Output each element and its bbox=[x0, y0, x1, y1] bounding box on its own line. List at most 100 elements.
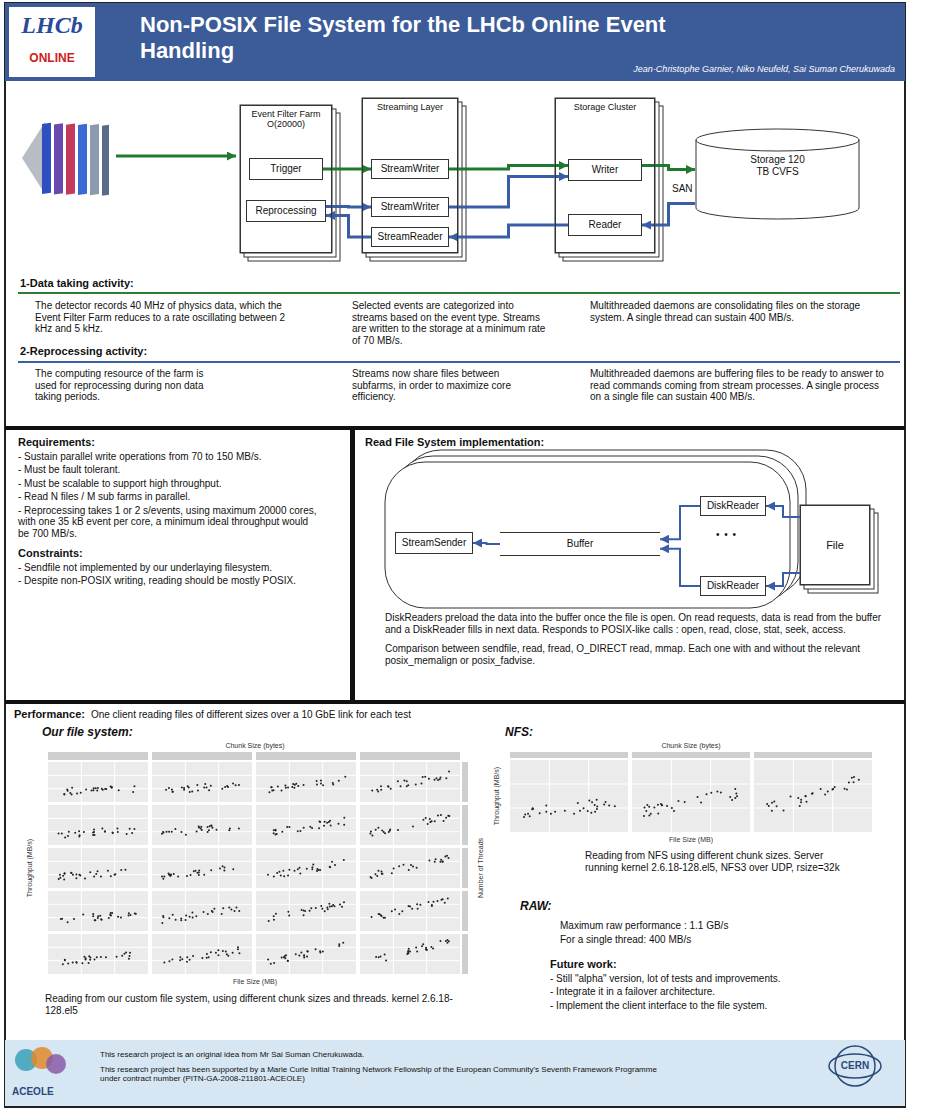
text-group: Chunk Size (bytes) bbox=[180, 742, 330, 750]
node-label: Trigger bbox=[270, 163, 301, 175]
poster-title: Non-POSIX File System for the LHCb Onlin… bbox=[140, 12, 740, 64]
node-label: Buffer bbox=[567, 538, 594, 550]
note-text: - Implement the client interface to the … bbox=[550, 1000, 890, 1012]
note-text: This research project is an original ide… bbox=[100, 1050, 660, 1059]
flow-arrow bbox=[473, 543, 500, 544]
text-group: NFS: bbox=[505, 726, 605, 740]
data-flow-arrow bbox=[116, 155, 236, 158]
process-box: Trigger bbox=[249, 158, 323, 180]
text-group: Throughput (MB/s) bbox=[0, 864, 80, 872]
note-text: Multithreaded daemons are consolidating … bbox=[590, 300, 890, 323]
text-group: Reading from NFS using different chunk s… bbox=[585, 850, 855, 873]
note-text: File Size (MB) bbox=[180, 978, 330, 986]
note-text: - Must be scalable to support high throu… bbox=[18, 478, 318, 490]
flow-arrow bbox=[766, 573, 800, 586]
text-group: Read File System implementation: bbox=[365, 436, 765, 449]
note-text: - Must be fault tolerant. bbox=[18, 464, 318, 476]
text-group: Our file system: bbox=[42, 726, 242, 740]
plot-panel bbox=[48, 848, 148, 888]
text-group: Maximum raw performance : 1.1 GB/sFor a … bbox=[560, 920, 820, 945]
section-rule bbox=[18, 361, 900, 363]
scatter-charts bbox=[48, 752, 872, 974]
note-text: 2-Reprocessing activity: bbox=[20, 345, 420, 358]
plot-panel bbox=[632, 760, 750, 832]
stack-copy bbox=[240, 105, 332, 253]
text-group: The detector records 40 MHz of physics d… bbox=[35, 300, 305, 335]
text-group: CERN bbox=[830, 1060, 880, 1072]
note-text: - Read N files / M sub farms in parallel… bbox=[18, 491, 318, 503]
note-text: SAN bbox=[672, 183, 702, 195]
process-box: Reprocessing bbox=[246, 200, 326, 222]
detector-illustration bbox=[22, 122, 109, 196]
plot-panel bbox=[48, 891, 148, 931]
note-text: Our file system: bbox=[42, 726, 242, 740]
note-text: - Integrate it in a failover architectur… bbox=[550, 986, 890, 998]
process-box: DiskReader bbox=[700, 496, 766, 516]
text-group: Selected events are categorized into str… bbox=[352, 300, 552, 346]
flow-arrow bbox=[449, 177, 568, 207]
flow-arrow bbox=[642, 166, 695, 170]
plot-panel bbox=[48, 934, 148, 974]
note-text: Number of Threads bbox=[477, 818, 485, 918]
note-text: - Reprocessing takes 1 or 2 s/events, us… bbox=[18, 505, 318, 540]
note-text: ACEOLE bbox=[12, 1086, 92, 1098]
text-group: Throughput (MB/s) bbox=[447, 792, 547, 800]
poster-frame bbox=[5, 3, 905, 1107]
flow-arrow bbox=[660, 549, 700, 586]
plot-panel bbox=[754, 760, 872, 832]
plot-panel bbox=[152, 891, 252, 931]
note-text: Constraints: bbox=[18, 547, 318, 560]
note-text: 1-Data taking activity: bbox=[20, 277, 420, 290]
aceole-logo bbox=[15, 1047, 66, 1074]
text-group: Performance:One client reading files of … bbox=[14, 708, 894, 721]
file-stack: File bbox=[800, 505, 870, 585]
text-group: 2-Reprocessing activity: bbox=[20, 345, 420, 358]
note-text: Future work: bbox=[550, 958, 890, 971]
flow-arrow bbox=[326, 215, 371, 237]
node-label: DiskReader bbox=[707, 580, 759, 592]
plot-panel bbox=[256, 934, 356, 974]
note-text: DiskReaders preload the data into the bu… bbox=[385, 612, 890, 635]
buffer-band: Buffer bbox=[500, 532, 660, 556]
text-group: SAN bbox=[672, 183, 702, 195]
note-text: For a single thread: 400 MB/s bbox=[560, 934, 820, 946]
process-box: Reader bbox=[568, 214, 642, 236]
node-label: File bbox=[826, 539, 844, 552]
plot-panel bbox=[360, 891, 460, 931]
text-group: 1-Data taking activity: bbox=[20, 277, 420, 290]
text-group: Chunk Size (bytes) bbox=[616, 742, 766, 750]
text-group: ONLINE bbox=[10, 52, 94, 66]
text-group: Number of Threads bbox=[431, 864, 531, 872]
note-text: Read File System implementation: bbox=[365, 436, 765, 449]
note-text: File Size (MB) bbox=[616, 836, 766, 844]
flow-arrow bbox=[449, 166, 568, 169]
plot-panel bbox=[510, 760, 628, 832]
node-label: StreamWriter bbox=[381, 163, 440, 175]
note-text: Streams now share files between subfarms… bbox=[352, 368, 517, 403]
note-text: CERN bbox=[830, 1060, 880, 1072]
plot-panel bbox=[360, 762, 460, 802]
farm-box: Event Filter Farm O(20000)TriggerReproce… bbox=[240, 105, 332, 253]
node-label: DiskReader bbox=[707, 500, 759, 512]
text-group: DiskReaders preload the data into the bu… bbox=[385, 612, 890, 666]
text-group: File Size (MB) bbox=[616, 836, 766, 844]
plot-panel bbox=[256, 762, 356, 802]
node-label: Storage 120 TB CVFS bbox=[747, 154, 809, 177]
process-box: StreamWriter bbox=[371, 159, 449, 179]
plot-panel bbox=[360, 805, 460, 845]
reader-enclosure bbox=[385, 450, 806, 608]
stack-copy bbox=[362, 98, 458, 253]
flow-arrow bbox=[766, 506, 800, 517]
plot-panel bbox=[152, 805, 252, 845]
cern-logo bbox=[829, 1046, 881, 1086]
node-label: StreamReader bbox=[377, 231, 442, 243]
text-group: File Size (MB) bbox=[180, 978, 330, 986]
plot-panel bbox=[360, 848, 460, 888]
stacked-boxes bbox=[240, 98, 878, 593]
logo-ground bbox=[9, 7, 95, 77]
process-box: StreamReader bbox=[371, 227, 449, 247]
flow-arrow bbox=[660, 506, 700, 539]
plot-panel bbox=[152, 762, 252, 802]
flow-arrow bbox=[323, 168, 371, 171]
panel-bar bbox=[5, 700, 905, 704]
